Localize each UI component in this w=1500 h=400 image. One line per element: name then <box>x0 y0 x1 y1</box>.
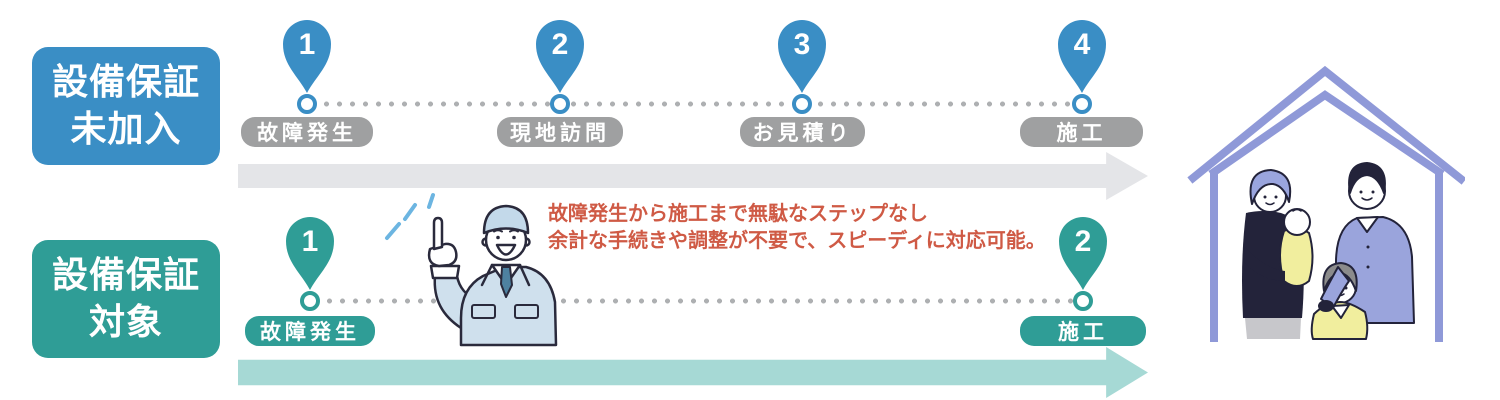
timeline-dotted-line-top <box>307 101 1085 107</box>
worker-cuff <box>429 264 461 280</box>
timeline-node-icon <box>1073 291 1093 311</box>
boy-hoodie-collar <box>1331 304 1350 319</box>
mother-arm <box>1243 247 1285 281</box>
worker-pointing-finger <box>432 216 444 251</box>
timeline-node-icon <box>297 94 317 114</box>
mother-skirt <box>1245 318 1301 339</box>
category-label-line2: 対象 <box>88 301 163 342</box>
annotation-line2: 余計な手続きや調整が不要で、スピーディに対応可能。 <box>548 230 1046 252</box>
svg-text:1: 1 <box>302 225 319 258</box>
timeline-dotted-line-bottom <box>310 298 1086 304</box>
timeline-node-icon <box>550 94 570 114</box>
worker-smiling-mouth <box>495 243 517 256</box>
annotation-text: 故障発生から施工まで無駄なステップなし 余計な手続きや調整が不要で、スピーディに… <box>548 201 1046 255</box>
step-label-estimate: お見積り <box>740 117 865 147</box>
emphasis-lines-icon <box>385 193 435 240</box>
father-shirt <box>1334 216 1415 324</box>
timeline-node-icon <box>792 94 812 114</box>
timeline-node-icon <box>300 291 320 311</box>
pointing-worker-illustration <box>385 193 558 347</box>
worker-cap <box>482 204 530 235</box>
svg-text:4: 4 <box>1074 28 1091 61</box>
worker-tie <box>500 266 513 298</box>
step-label-site-visit: 現地訪問 <box>497 117 623 147</box>
progress-arrow-bottom <box>238 347 1148 398</box>
timeline-node-icon <box>1072 94 1092 114</box>
category-label-line2: 未加入 <box>70 108 182 149</box>
baby-hair <box>1292 208 1302 212</box>
worker-eye <box>512 235 516 240</box>
svg-text:2: 2 <box>1075 225 1092 258</box>
category-label-no-warranty: 設備保証 未加入 <box>32 47 220 165</box>
pin-bottom-1: 1 <box>286 217 334 291</box>
step-label-construction-top: 施工 <box>1020 117 1143 147</box>
annotation-line1: 故障発生から施工まで無駄なステップなし <box>548 203 928 225</box>
step-label-construction-bottom: 施工 <box>1020 316 1146 346</box>
category-label-warranty-covered: 設備保証 対象 <box>32 240 220 358</box>
house-outline <box>1187 65 1465 342</box>
worker-eye <box>496 235 500 240</box>
step-label-failure-top: 故障発生 <box>241 117 373 147</box>
category-label-line1: 設備保証 <box>51 61 200 103</box>
svg-text:2: 2 <box>552 28 569 61</box>
father-collar <box>1356 216 1379 233</box>
father-hair <box>1348 162 1386 194</box>
pin-top-4: 4 <box>1058 20 1106 94</box>
pin-top-1: 1 <box>283 20 331 94</box>
svg-text:3: 3 <box>794 28 811 61</box>
pin-top-2: 2 <box>536 20 584 94</box>
step-label-failure-bottom: 故障発生 <box>245 316 375 346</box>
baby-face <box>1283 208 1311 236</box>
worker-pocket-right <box>514 304 539 319</box>
pin-top-3: 3 <box>778 20 826 94</box>
mother-hair <box>1249 169 1292 205</box>
father-hand <box>1318 300 1334 312</box>
pin-bottom-2: 2 <box>1059 217 1107 291</box>
svg-text:1: 1 <box>299 28 316 61</box>
worker-pocket-left <box>471 304 496 319</box>
category-label-line1: 設備保証 <box>51 254 200 296</box>
family-in-house-illustration <box>1187 65 1465 342</box>
